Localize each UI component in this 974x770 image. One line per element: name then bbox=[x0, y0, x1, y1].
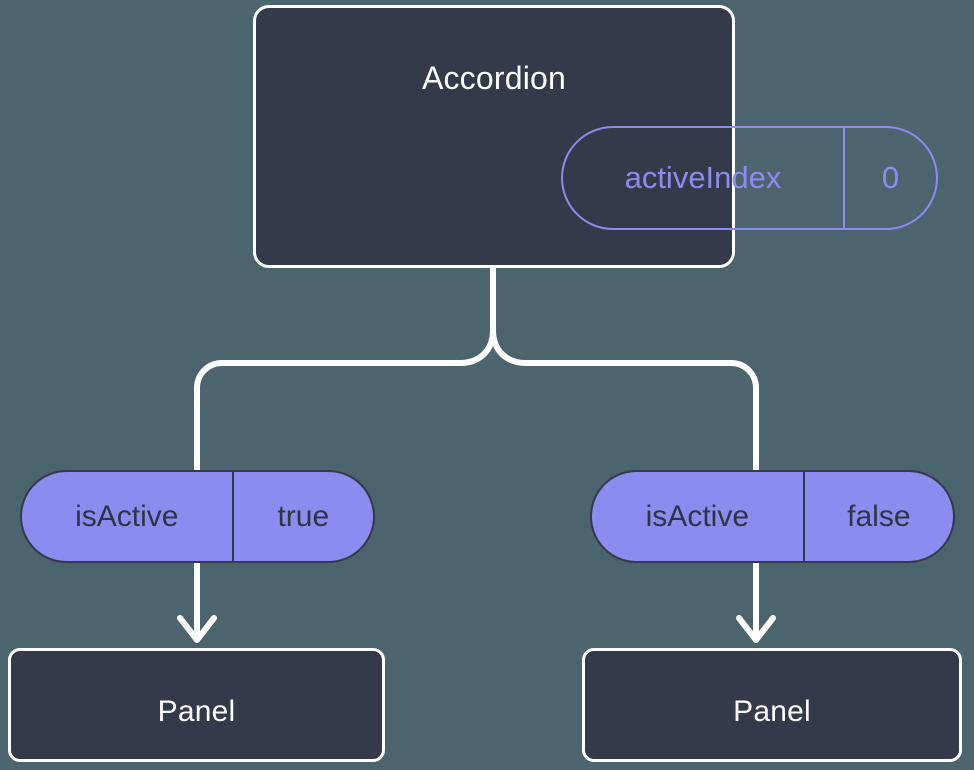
arrow-down-icon-left bbox=[177, 560, 217, 643]
tree-fork-connector-right-icon bbox=[490, 327, 759, 473]
component-title-panel: Panel bbox=[157, 695, 236, 728]
component-title-accordion: Accordion bbox=[421, 60, 567, 96]
tree-fork-connector-icon bbox=[194, 265, 496, 473]
component-title-panel: Panel bbox=[733, 695, 811, 728]
props-pill-key: isActive bbox=[75, 499, 179, 533]
component-node-panel-left[interactable]: Panel bbox=[8, 648, 385, 762]
props-pill-isactive-false[interactable]: isActive false bbox=[590, 470, 955, 563]
props-pill-value: false bbox=[802, 472, 953, 561]
state-pill-key: activeIndex bbox=[624, 160, 782, 195]
props-pill-isactive-true[interactable]: isActive true bbox=[20, 470, 375, 563]
state-pill-value: 0 bbox=[842, 128, 936, 228]
state-pill-activeindex[interactable]: activeIndex 0 bbox=[561, 126, 938, 230]
arrow-down-icon-right bbox=[736, 560, 776, 643]
component-node-accordion[interactable]: Accordion activeIndex 0 bbox=[253, 5, 938, 268]
component-node-panel-right[interactable]: Panel bbox=[582, 648, 962, 762]
props-pill-value: true bbox=[231, 472, 373, 561]
props-pill-key: isActive bbox=[645, 499, 749, 533]
